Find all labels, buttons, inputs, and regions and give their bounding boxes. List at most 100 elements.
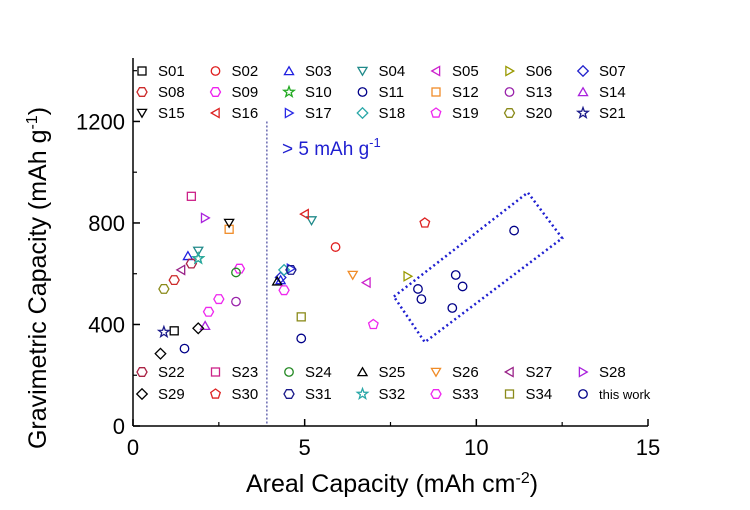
- legend-label: this work: [599, 387, 651, 402]
- legend-label: S06: [526, 63, 553, 80]
- data-point-s27: [175, 264, 186, 276]
- legend-label: S34: [526, 386, 553, 403]
- legend-label: S18: [379, 105, 406, 122]
- legend-marker: [430, 367, 442, 378]
- legend-label: S03: [305, 63, 332, 80]
- data-point-s21: [156, 324, 171, 339]
- y-tick-label: 1200: [76, 109, 125, 134]
- data-point-s08: [168, 275, 180, 286]
- data-point-this-work: [416, 294, 427, 305]
- legend-marker: [430, 65, 441, 77]
- legend-label: S21: [599, 105, 626, 122]
- x-axis-label: Areal Capacity (mAh cm-2): [246, 470, 538, 498]
- data-point-s12: [224, 224, 234, 234]
- data-point-s34: [296, 312, 306, 322]
- data-point-s16: [299, 208, 309, 220]
- legend-marker: [431, 87, 441, 97]
- legend-marker: [578, 366, 589, 378]
- data-point-s30: [419, 217, 431, 228]
- data-point-s15: [223, 218, 235, 229]
- legend-label: S13: [526, 84, 553, 101]
- data-point-s32: [191, 251, 206, 265]
- legend-marker: [137, 66, 147, 76]
- data-point-s28: [200, 212, 211, 224]
- legend-marker: [210, 367, 221, 377]
- legend-marker: [209, 107, 220, 119]
- data-point-s11: [296, 333, 307, 344]
- legend-label: S11: [379, 84, 405, 101]
- data-point-s31: [285, 264, 297, 275]
- legend-label: S26: [452, 364, 479, 381]
- legend-marker: [136, 108, 148, 119]
- legend-marker: [575, 105, 591, 120]
- legend-label: S31: [305, 386, 332, 403]
- legend-label: S07: [599, 63, 626, 80]
- data-point-this-work: [413, 284, 423, 294]
- x-tick-label: 10: [464, 435, 488, 460]
- data-point-s01: [169, 326, 179, 336]
- legend-label: S15: [158, 105, 185, 122]
- data-point-s33: [278, 285, 290, 296]
- data-point-s25: [271, 275, 283, 286]
- data-point-s04: [192, 246, 204, 257]
- legend-marker: [504, 389, 515, 399]
- legend-marker: [209, 87, 222, 97]
- data-point-this-work: [509, 225, 519, 236]
- legend-marker: [503, 108, 516, 118]
- legend-marker: [283, 389, 295, 399]
- legend-label: S04: [379, 63, 406, 80]
- legend-label: S05: [452, 63, 479, 80]
- legend-label: S28: [599, 364, 626, 381]
- legend-marker: [504, 87, 515, 97]
- legend-marker: [209, 388, 222, 399]
- data-point-s33: [202, 306, 215, 317]
- threshold-annotation: > 5 mAh g-1: [282, 135, 381, 160]
- legend-marker: [355, 386, 370, 401]
- data-point-s29: [192, 322, 205, 335]
- legend-label: S19: [452, 105, 479, 122]
- legend-marker: [505, 65, 516, 77]
- legend-label: S22: [158, 364, 185, 381]
- data-point-s29: [154, 347, 167, 360]
- legend-marker: [136, 367, 148, 377]
- data-point-this-work: [450, 270, 461, 280]
- legend-label: S01: [158, 63, 185, 80]
- legend-marker: [356, 366, 369, 377]
- legend-label: S12: [452, 84, 479, 101]
- legend-label: S25: [379, 364, 406, 381]
- legend-label: S33: [452, 386, 479, 403]
- data-point-s20: [158, 283, 170, 294]
- legend-marker: [135, 387, 149, 401]
- legend-marker: [210, 66, 221, 76]
- legend-label: S10: [305, 84, 332, 101]
- plot-area: [154, 121, 564, 426]
- legend-label: S27: [526, 364, 553, 381]
- legend-label: S02: [232, 63, 259, 80]
- legend-label: S16: [232, 105, 259, 122]
- data-point-s18: [277, 263, 291, 277]
- legend-marker: [430, 107, 442, 118]
- data-point-s26: [347, 270, 359, 281]
- legend-label: S30: [232, 386, 259, 403]
- legend-marker: [577, 86, 589, 97]
- data-point-s22: [185, 258, 198, 269]
- legend-label: S17: [305, 105, 332, 122]
- data-point-s24: [231, 267, 241, 278]
- legend-marker: [284, 107, 295, 119]
- data-point-s02: [330, 242, 341, 252]
- legend-label: S08: [158, 84, 185, 101]
- legend-marker: [284, 367, 294, 377]
- data-point-s05: [360, 276, 371, 289]
- data-point-s06: [403, 270, 414, 282]
- legend-marker: [356, 106, 369, 120]
- legend-marker: [430, 389, 442, 399]
- legend-label: S20: [526, 105, 553, 122]
- y-axis-label: Gravimetric Capacity (mAh g-1): [24, 107, 52, 449]
- data-point-s11: [179, 343, 190, 354]
- legend-marker: [503, 366, 514, 378]
- data-point-s23: [186, 191, 197, 201]
- legend-marker: [357, 87, 368, 97]
